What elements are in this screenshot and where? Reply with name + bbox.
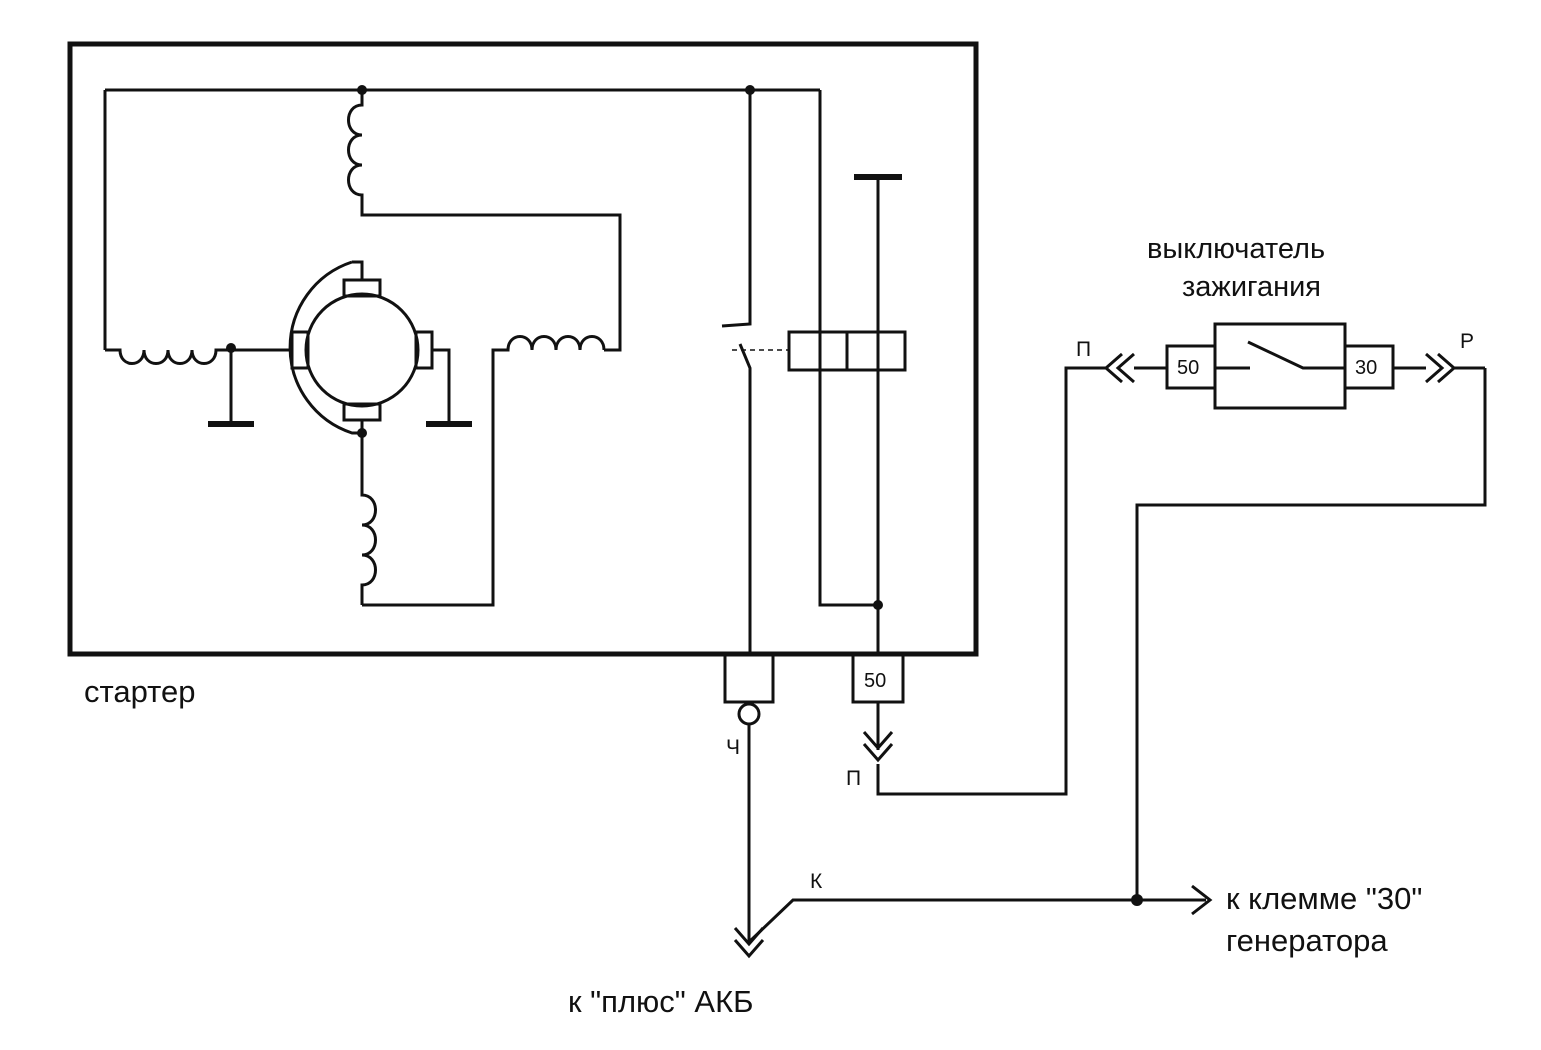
ignition-switch-label-1: выключатель	[1147, 233, 1325, 265]
switch-terminal-30-label: 30	[1355, 357, 1377, 379]
ignition-switch-label-2: зажигания	[1182, 271, 1321, 303]
pink-wire	[1135, 368, 1487, 900]
starter-label: стартер	[84, 674, 195, 709]
wire-mark-orange-switch: П	[1076, 338, 1091, 361]
brush-left	[290, 330, 310, 370]
armature	[304, 292, 420, 408]
switch-terminal-50-label: 50	[1177, 357, 1199, 379]
solenoid-winding-left	[787, 330, 849, 372]
junction-dot	[226, 343, 236, 353]
starter-housing	[67, 41, 979, 657]
junction-dot	[745, 85, 755, 95]
orange-wire	[876, 366, 1106, 796]
to-generator-label-1: к клемме "30"	[1226, 881, 1422, 916]
field-coil-right	[362, 335, 606, 607]
field-coil-bottom	[360, 433, 377, 605]
junction-dot	[357, 428, 367, 438]
ignition-switch-body	[1213, 322, 1347, 410]
battery-terminal-ring	[737, 702, 761, 726]
generator-arrow	[1191, 884, 1213, 916]
ground-right-wire	[432, 348, 451, 423]
junction-dot	[357, 85, 367, 95]
main-contact-wire	[721, 90, 752, 654]
to-battery-label: к "плюс" АКБ	[568, 984, 754, 1019]
brush-holder-arc	[288, 260, 364, 435]
wire-mark-brown: К	[810, 870, 823, 893]
battery-terminal-block	[723, 652, 775, 704]
wire-mark-black: Ч	[726, 736, 740, 759]
wire-mark-orange-starter: П	[846, 767, 861, 790]
switch-connector-right	[1393, 352, 1485, 384]
junction-dot	[873, 600, 883, 610]
to-generator-label-2: генератора	[1226, 923, 1388, 958]
starter-terminal-50-label: 50	[864, 670, 886, 692]
wire-mark-pink: Р	[1460, 330, 1474, 353]
solenoid-wire-left	[818, 90, 878, 607]
field-coil-left	[105, 348, 292, 365]
generator-wire	[747, 898, 1206, 944]
field-coil-top	[347, 90, 622, 352]
switch-connector-left	[1103, 352, 1167, 384]
top-bus-wire	[103, 88, 820, 350]
starter-50-connector	[862, 731, 894, 763]
solenoid-winding-right	[845, 330, 907, 372]
ignition-contact	[1215, 340, 1345, 370]
